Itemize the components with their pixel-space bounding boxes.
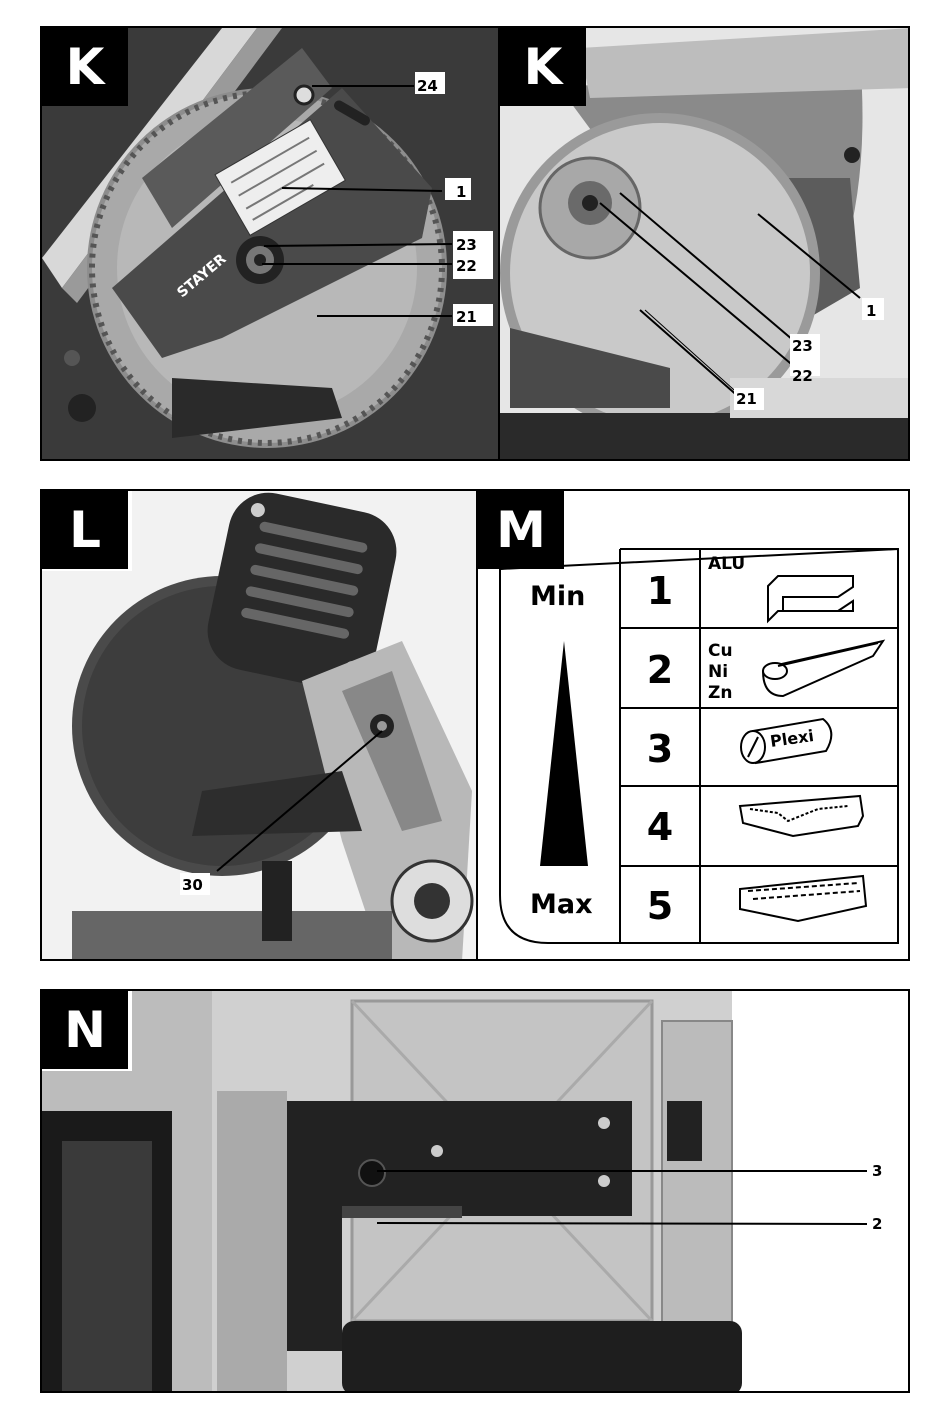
material-plexi: Plexi — [769, 726, 815, 751]
callout-24: 24 — [417, 77, 438, 95]
row-number-4: 4 — [620, 805, 700, 849]
callout-21: 21 — [456, 308, 477, 326]
figure-label-n: N — [42, 991, 128, 1069]
max-label: Max — [530, 889, 593, 920]
callout-23: 23 — [456, 236, 477, 254]
material-alu: ALU — [708, 554, 745, 574]
wood-block-icon — [740, 876, 866, 921]
figure-label-l: L — [42, 491, 128, 569]
callout-1: 1 — [866, 302, 876, 320]
figure-k-left: STAYER 24 1 23 22 21 K — [40, 26, 500, 461]
callout-3: 3 — [872, 1162, 882, 1180]
row-number-5: 5 — [620, 884, 700, 928]
wood-board-icon — [740, 796, 863, 836]
figure-k-right: 1 23 22 21 K — [498, 26, 910, 461]
figure-label-k: K — [42, 28, 128, 106]
min-label: Min — [530, 581, 585, 612]
row-number-2: 2 — [620, 648, 700, 692]
figure-n: 3 2 N — [40, 989, 910, 1393]
min-max-wedge — [540, 641, 588, 866]
row-number-1: 1 — [620, 569, 700, 613]
figure-label-m: M — [478, 491, 564, 569]
callout-23: 23 — [792, 337, 813, 355]
callout-30: 30 — [182, 876, 203, 894]
callout-21: 21 — [736, 390, 757, 408]
figure-m-material-chart: M — [476, 489, 910, 961]
figure-l: 30 L — [40, 489, 478, 961]
callout-22: 22 — [456, 257, 477, 275]
half-pipe-icon — [763, 641, 883, 696]
alu-profile-icon — [768, 576, 853, 621]
saw-base-clamp-photo: 3 2 — [42, 991, 910, 1393]
callout-1: 1 — [456, 183, 466, 201]
material-cu-ni-zn: Cu Ni Zn — [708, 641, 733, 704]
row-number-3: 3 — [620, 727, 700, 771]
callout-22: 22 — [792, 367, 813, 385]
figure-label-k: K — [500, 28, 586, 106]
callout-2: 2 — [872, 1215, 882, 1233]
